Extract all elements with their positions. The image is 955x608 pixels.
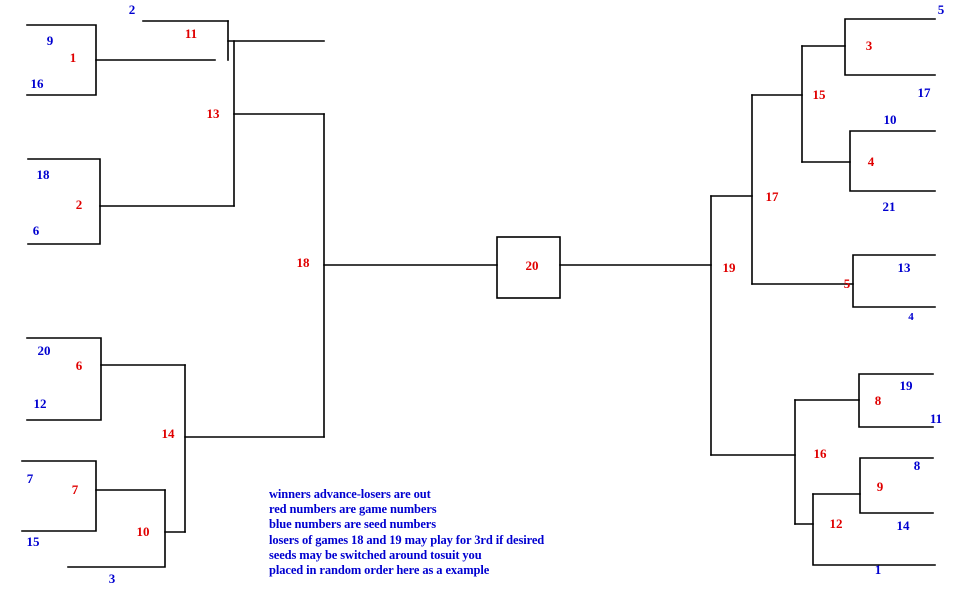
game-number-20: 20: [526, 258, 539, 273]
game-1-bracket: [26, 24, 216, 96]
seed-15: 15: [27, 534, 41, 549]
game-number-10: 10: [137, 524, 150, 539]
seed-19: 19: [900, 378, 914, 393]
game-20-box: [496, 236, 561, 299]
game-number-2: 2: [76, 197, 83, 212]
seed-9: 9: [47, 33, 54, 48]
game-11-bracket: [227, 20, 325, 61]
game-number-3: 3: [866, 38, 873, 53]
game-6-box: [26, 337, 102, 421]
seed-5: 5: [938, 2, 945, 17]
seed-12: 12: [34, 396, 47, 411]
game-number-15: 15: [813, 87, 827, 102]
game-8-box: [858, 373, 934, 428]
game-6-bracket: [26, 337, 186, 421]
game-number-18: 18: [297, 255, 311, 270]
game-20-bracket: [496, 236, 712, 299]
game-7-bracket: [21, 460, 166, 532]
seed-4: 4: [908, 311, 914, 323]
seed-13: 13: [898, 260, 912, 275]
game-number-1: 1: [70, 50, 77, 65]
game-17-bracket: [710, 94, 753, 285]
game-13-bracket: [233, 40, 325, 207]
game-number-19: 19: [723, 260, 737, 275]
seed-2: 2: [129, 2, 136, 17]
game-9-bracket: [812, 457, 934, 514]
game-8-bracket: [794, 373, 934, 428]
legend-line-1: winners advance-losers are out: [269, 487, 431, 501]
seed-11: 11: [930, 411, 942, 426]
game-number-8: 8: [875, 393, 882, 408]
game-number-4: 4: [868, 154, 875, 169]
game-4-bracket: [801, 130, 936, 192]
game-number-13: 13: [207, 106, 221, 121]
game-5-box: [852, 254, 936, 308]
game-18-bracket: [323, 113, 498, 438]
legend-line-3: blue numbers are seed numbers: [269, 517, 437, 532]
legend-line-2: red numbers are game numbers: [269, 502, 437, 517]
game-number-5: 5: [844, 276, 851, 291]
game-15-bracket: [751, 45, 803, 163]
seed-16: 16: [31, 76, 45, 91]
game-number-17: 17: [766, 189, 780, 204]
game-7-box: [21, 460, 97, 532]
seed-6: 6: [33, 223, 40, 238]
seed-10: 10: [884, 112, 897, 127]
game-number-9: 9: [877, 479, 884, 494]
game-10-box: [67, 489, 166, 568]
seed-21: 21: [883, 199, 896, 214]
seed-14: 14: [897, 518, 911, 533]
legend-line-6: placed in random order here as a example: [269, 563, 490, 578]
game-number-6: 6: [76, 358, 83, 373]
game-12-box: [812, 493, 936, 566]
game-3-box: [844, 18, 936, 76]
seed-7: 7: [27, 471, 34, 486]
game-2-box: [27, 158, 101, 245]
legend-line-4: losers of games 18 and 19 may play for 3…: [269, 532, 545, 547]
game-number-14: 14: [162, 426, 176, 441]
game-5-bracket: [751, 254, 936, 308]
seed-3: 3: [109, 571, 116, 586]
seed-8: 8: [914, 458, 921, 473]
game-4-box: [849, 130, 936, 192]
game-9-box: [859, 457, 934, 514]
game-12-bracket: [794, 493, 936, 566]
seed-20: 20: [38, 343, 51, 358]
seed-18: 18: [37, 167, 51, 182]
game-number-7: 7: [72, 482, 79, 497]
game-number-16: 16: [814, 446, 828, 461]
legend-line-5: seeds may be switched around tosuit you: [269, 547, 482, 562]
game-14-bracket: [184, 364, 325, 533]
game-number-12: 12: [830, 516, 843, 531]
game-3-bracket: [801, 18, 936, 76]
seed-17: 17: [918, 85, 932, 100]
seed-1: 1: [875, 562, 882, 577]
game-number-11: 11: [185, 26, 197, 41]
game-2-bracket: [27, 158, 235, 245]
game-16-bracket: [710, 399, 796, 525]
legend-text-block: winners advance-losers are out red numbe…: [269, 487, 544, 578]
game-10-bracket: [67, 489, 186, 568]
